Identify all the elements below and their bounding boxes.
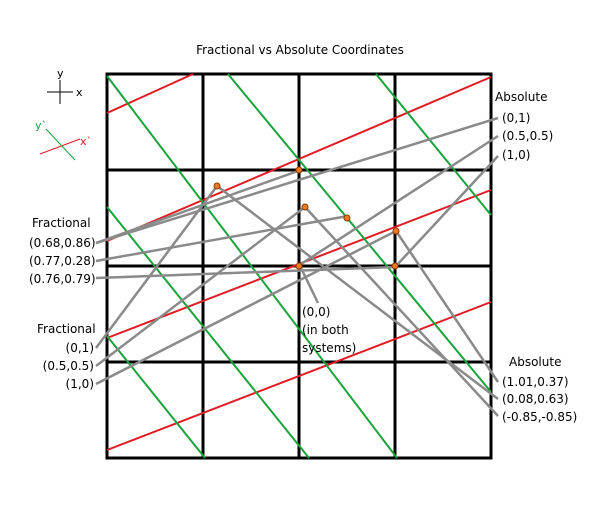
marked-points: [213, 166, 400, 270]
leader-frac-top-076-079: [95, 265, 397, 280]
abs-key-x-label: x: [76, 86, 83, 99]
origin-label-line: systems): [302, 341, 356, 355]
green-line-4: [227, 73, 492, 393]
fractional-top-item: (0.76,0.79): [29, 272, 96, 286]
leader-abs-top-05-05: [297, 134, 499, 268]
leader-abs-bottom-008-063: [216, 185, 499, 400]
point-frac-1-0: [392, 227, 400, 235]
red-line-1: [106, 73, 194, 114]
absolute-top-heading: Absolute: [495, 90, 547, 104]
fractional-bottom-item: (1,0): [66, 377, 94, 391]
absolute-bottom-labels: Absolute (1.01,0.37) (0.08,0.63) (-0.85,…: [502, 355, 577, 424]
fractional-top-heading: Fractional: [32, 216, 91, 230]
red-line-4: [106, 301, 492, 451]
point-abs-05-05: [343, 214, 351, 222]
point-abs-1-0: [391, 262, 399, 270]
fractional-bottom-item: (0.5,0.5): [43, 359, 94, 373]
absolute-top-labels: Absolute (0,1) (0.5,0.5) (1,0): [495, 90, 553, 162]
origin-label-line: (0,0): [302, 305, 330, 319]
diagram-title: Fractional vs Absolute Coordinates: [196, 43, 404, 57]
fractional-bottom-item: (0,1): [66, 341, 94, 355]
point-frac-0-1: [213, 182, 221, 190]
leader-abs-top-1-0: [395, 155, 499, 267]
fractional-top-item: (0.68,0.86): [29, 236, 96, 250]
green-line-5: [375, 73, 492, 216]
absolute-bottom-item: (-0.85,-0.85): [502, 410, 577, 424]
fractional-bottom-heading: Fractional: [37, 322, 96, 336]
green-line-2: [106, 206, 310, 459]
absolute-top-item: (0,1): [502, 111, 530, 125]
leader-frac-bottom-1-0: [95, 229, 397, 386]
skew-key-x-label: x`: [80, 135, 92, 148]
leader-frac-bottom-05-05: [95, 206, 306, 367]
absolute-bottom-item: (1.01,0.37): [502, 375, 569, 389]
point-abs-0-1: [295, 166, 303, 174]
leader-abs-bottom-085-085: [304, 206, 499, 417]
absolute-axes-key: x y: [47, 67, 83, 104]
absolute-bottom-heading: Absolute: [509, 355, 561, 369]
absolute-top-item: (1,0): [502, 148, 530, 162]
square-grid: [105, 72, 493, 460]
point-origin: [295, 262, 303, 270]
origin-label: (0,0) (in both systems): [302, 305, 356, 355]
fractional-bottom-labels: Fractional (0,1) (0.5,0.5) (1,0): [37, 322, 96, 391]
fractional-top-labels: Fractional (0.68,0.86) (0.77,0.28) (0.76…: [29, 216, 96, 286]
skewed-axes-key: x` y`: [35, 119, 92, 161]
abs-key-y-label: y: [57, 67, 64, 80]
origin-label-line: (in both: [302, 323, 349, 337]
skew-key-x-axis: [39, 138, 81, 155]
green-line-1: [106, 75, 398, 459]
leader-abs-top-0-1: [95, 116, 499, 245]
leader-lines: [94, 116, 500, 417]
absolute-top-item: (0.5,0.5): [502, 129, 553, 143]
leader-frac-top-077-028: [95, 214, 349, 263]
skew-key-y-axis: [45, 128, 76, 161]
skewed-y-lines: [106, 73, 492, 459]
leader-origin: [299, 267, 320, 304]
leader-abs-bottom-101-037: [394, 230, 500, 383]
green-line-3: [106, 335, 206, 459]
leader-frac-top-068-086: [95, 169, 299, 245]
skew-key-y-label: y`: [35, 119, 47, 132]
absolute-bottom-item: (0.08,0.63): [502, 392, 569, 406]
leader-frac-bottom-0-1: [94, 185, 219, 349]
fractional-top-item: (0.77,0.28): [29, 254, 96, 268]
point-frac-05-05: [301, 203, 309, 211]
